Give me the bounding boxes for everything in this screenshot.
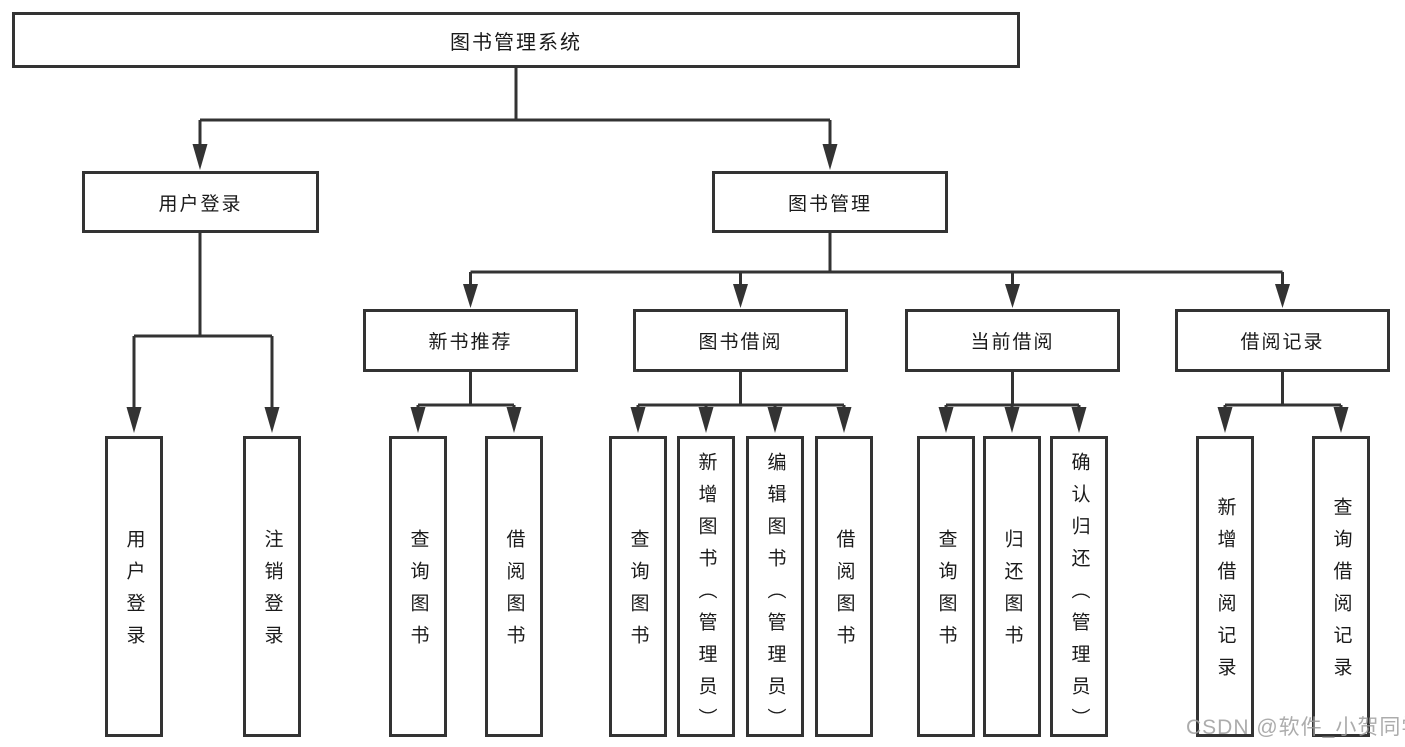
leaf-user-login: 用户登录 [105,436,163,737]
node-book-management: 图书管理 [712,171,948,233]
leaf-query-books-borrowing: 查询图书 [609,436,667,737]
node-library-management-system: 图书管理系统 [12,12,1020,68]
leaf-query-books-current: 查询图书 [917,436,975,737]
leaf-logout-login: 注销登录 [243,436,301,737]
node-new-book-recommend: 新书推荐 [363,309,578,372]
leaf-add-borrow-record: 新增借阅记录 [1196,436,1254,737]
node-book-borrowing: 图书借阅 [633,309,848,372]
node-borrowing-records: 借阅记录 [1175,309,1390,372]
leaf-query-borrow-record: 查询借阅记录 [1312,436,1370,737]
leaf-add-book-admin: 新增图书（管理员） [677,436,735,740]
node-user-login: 用户登录 [82,171,319,233]
leaf-borrow-books-recommend: 借阅图书 [485,436,543,737]
leaf-confirm-return-admin: 确认归还（管理员） [1050,436,1108,740]
leaf-edit-book-admin: 编辑图书（管理员） [746,436,804,740]
node-current-borrowing: 当前借阅 [905,309,1120,372]
csdn-watermark: CSDN @软件_小贺同学 [1186,716,1405,739]
leaf-return-books: 归还图书 [983,436,1041,737]
leaf-query-books-recommend: 查询图书 [389,436,447,737]
leaf-borrow-books-borrowing: 借阅图书 [815,436,873,737]
